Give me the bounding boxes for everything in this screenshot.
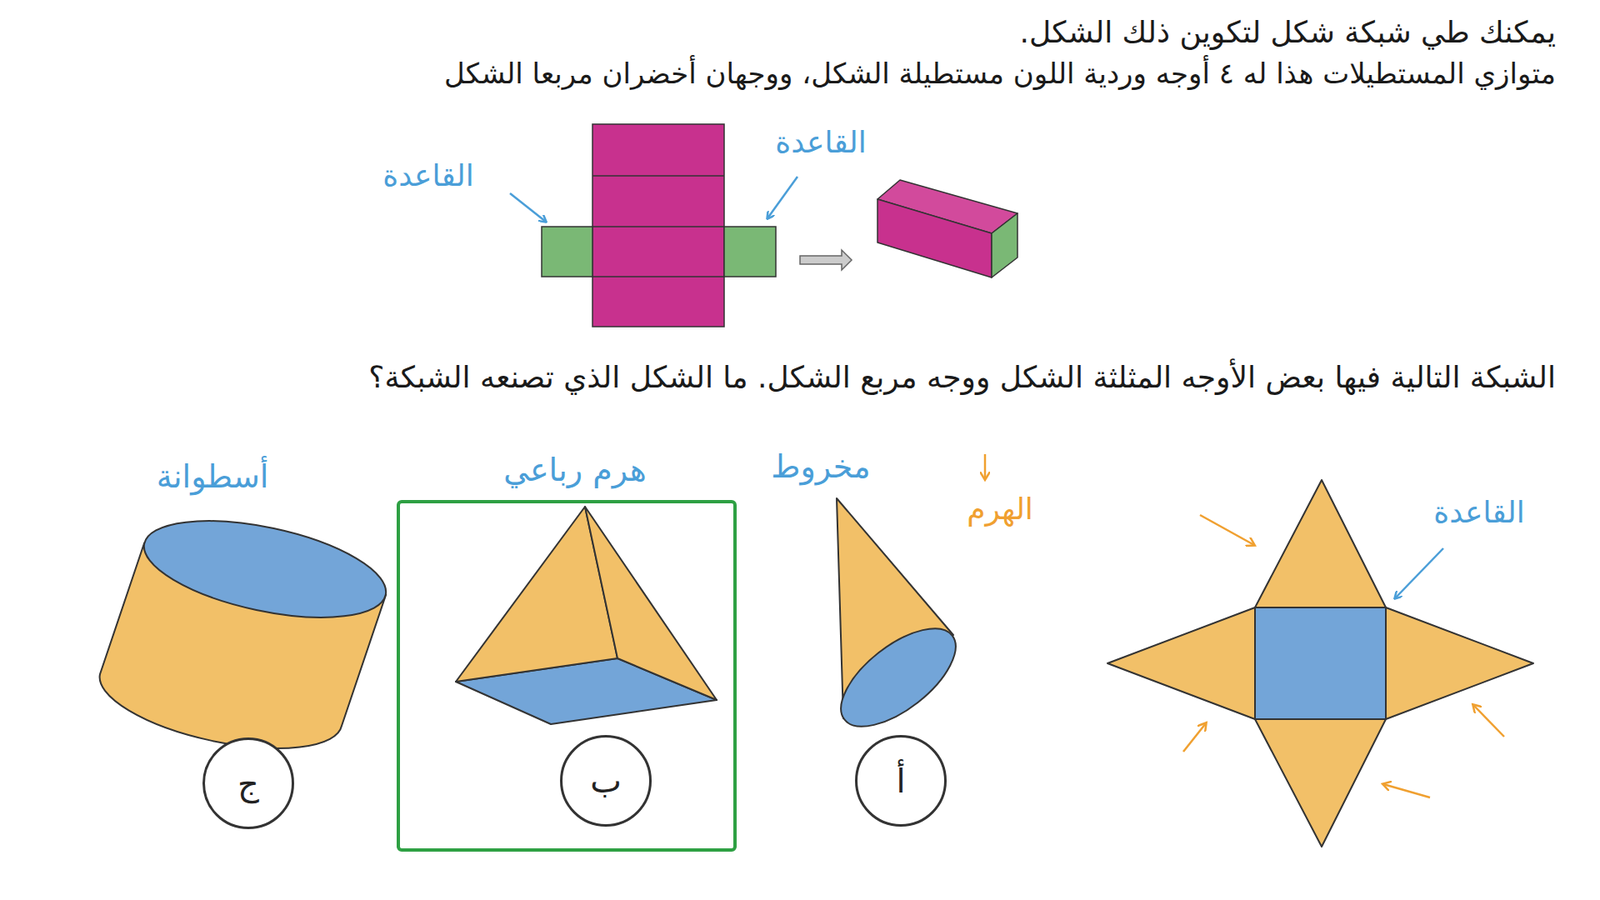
leader-arrow [1473,705,1505,737]
intro-text: يمكنك طي شبكة شكل لتكوين ذلك الشكل. [1020,13,1557,53]
pyramid [455,506,717,725]
leader-arrow [984,454,987,480]
leader-arrow [1383,784,1430,798]
leader-arrow [1200,515,1255,545]
fold-arrow [800,250,852,270]
pyramid-net [1107,480,1534,847]
option-name: هرم رباعي [503,450,646,491]
option-name: مخروط [770,446,870,488]
leader-arrow [510,193,546,222]
option-letter: ج [237,766,260,800]
base-label: القاعدة [382,156,474,196]
leader-arrow [1395,548,1444,599]
leader-arrow [767,176,798,219]
cylinder [100,502,395,749]
question-text: الشبكة التالية فيها بعض الأوجه المثلثة ا… [368,358,1556,398]
cone [825,498,972,745]
answer-box [398,501,735,850]
option-letter: ب [590,764,622,798]
cuboid-net [541,124,776,327]
base-label: القاعدة [1433,493,1525,533]
leader-arrow [1183,723,1206,752]
part-label: الهرم [966,490,1034,530]
option-circle: ج [202,737,295,830]
option-circle: أ [855,735,947,827]
cuboid [877,180,1018,278]
intro-text: متوازي المستطيلات هذا له ٤ أوجه وردية ال… [444,55,1556,92]
option-letter: أ [895,764,905,798]
option-circle: ب [560,735,652,827]
base-label: القاعدة [775,123,866,163]
option-name: أسطوانة [156,456,270,498]
